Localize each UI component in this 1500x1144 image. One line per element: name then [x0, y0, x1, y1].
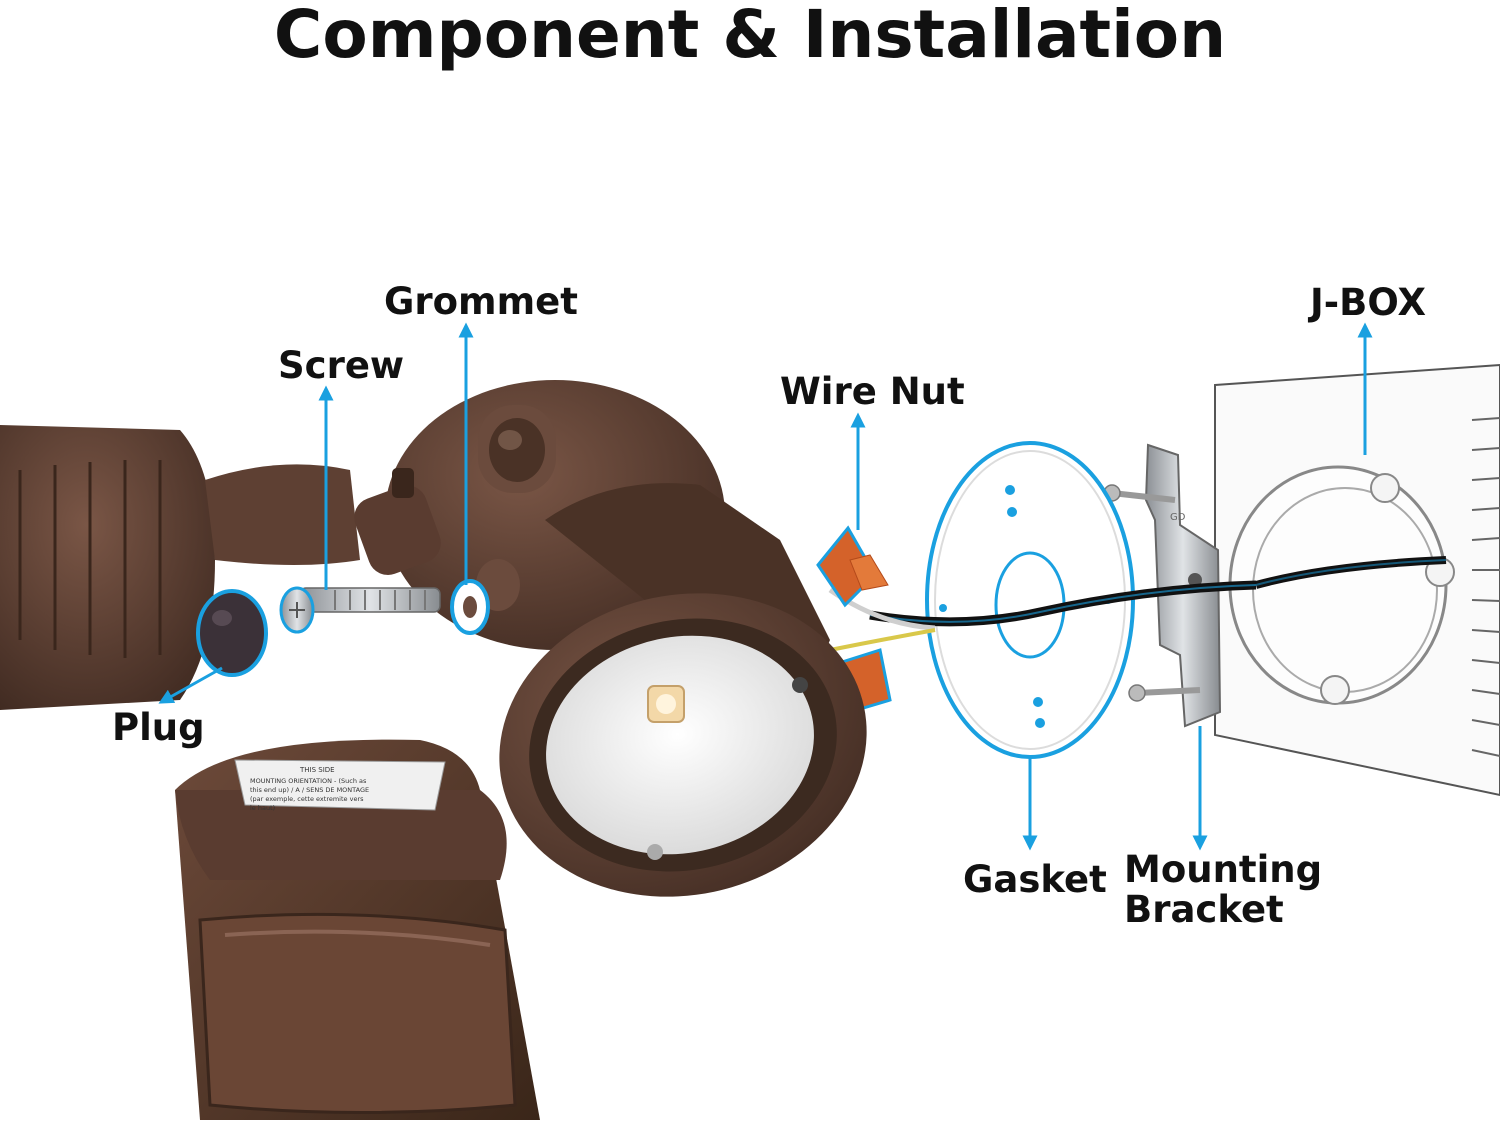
sticker-line-0: THIS SIDE — [299, 766, 335, 774]
grommet — [450, 579, 490, 635]
wire-nut — [816, 525, 892, 714]
sticker-line-4: le haut) — [250, 804, 275, 812]
label-j-box: J-BOX — [1310, 281, 1426, 324]
label-screw: Screw — [278, 344, 405, 387]
screw — [279, 586, 441, 634]
sticker-line-3: (par exemple, cette extremite vers — [250, 795, 364, 803]
callout-arrows — [158, 322, 1373, 851]
sticker-line-2: this end up) / A / SENS DE MONTAGE — [250, 786, 369, 794]
label-wire-nut: Wire Nut — [780, 370, 965, 413]
bracket-mark: GD — [1170, 512, 1186, 523]
gasket — [925, 441, 1135, 759]
label-mounting: Mounting — [1124, 848, 1323, 891]
plug — [196, 589, 268, 677]
page-title: Component & Installation — [273, 0, 1227, 73]
label-grommet: Grommet — [384, 280, 578, 323]
sticker-line-1: MOUNTING ORIENTATION - (Such as — [250, 777, 367, 785]
left-lamp-head — [0, 425, 360, 710]
right-lamp-head — [499, 483, 867, 897]
j-box — [1228, 465, 1455, 705]
motion-sensor: THIS SIDE MOUNTING ORIENTATION - (Such a… — [175, 739, 540, 1120]
plug-arrow — [158, 666, 223, 704]
label-plug: Plug — [112, 706, 205, 749]
label-gasket: Gasket — [963, 858, 1107, 901]
label-bracket: Bracket — [1124, 888, 1284, 931]
